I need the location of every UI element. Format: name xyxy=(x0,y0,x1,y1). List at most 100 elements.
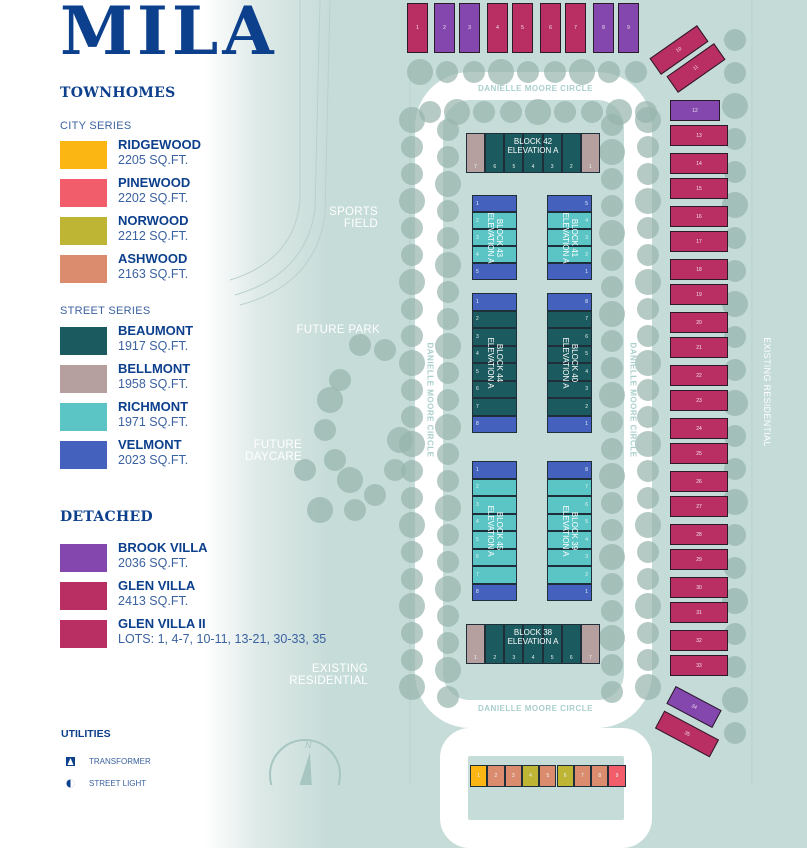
townhome-unit[interactable]: 2 xyxy=(561,133,581,173)
detached-lot[interactable]: 3 xyxy=(459,3,480,53)
townhome-unit[interactable]: 5 xyxy=(472,531,517,549)
city-townhome-lot[interactable]: 9 xyxy=(608,765,626,787)
detached-lot[interactable]: 15 xyxy=(670,178,728,199)
townhome-unit[interactable]: 4 xyxy=(472,345,517,363)
future-daycare-label: FUTURE DAYCARE xyxy=(245,439,302,463)
townhome-unit[interactable]: 3 xyxy=(472,229,517,246)
townhome-unit[interactable]: 3 xyxy=(542,133,562,173)
detached-lot[interactable]: 28 xyxy=(670,524,728,545)
townhome-unit[interactable]: 2 xyxy=(547,246,592,263)
detached-lot[interactable]: 6 xyxy=(540,3,561,53)
city-townhome-lot[interactable]: 8 xyxy=(591,765,609,787)
city-townhome-lot[interactable]: 6 xyxy=(556,765,574,787)
townhome-unit[interactable]: 6 xyxy=(547,328,592,346)
townhome-unit[interactable]: 7 xyxy=(547,310,592,328)
detached-lot[interactable]: 18 xyxy=(670,259,728,280)
detached-lot[interactable]: 32 xyxy=(670,630,728,651)
detached-lot[interactable]: 27 xyxy=(670,496,728,517)
detached-lot[interactable]: 33 xyxy=(670,655,728,676)
townhome-unit[interactable]: 2 xyxy=(485,624,505,664)
townhome-unit[interactable]: 5 xyxy=(547,195,592,212)
townhome-unit[interactable]: 8 xyxy=(547,461,592,479)
townhome-unit[interactable]: 1 xyxy=(472,293,517,311)
townhome-unit[interactable]: 2 xyxy=(472,310,517,328)
townhome-unit[interactable]: 3 xyxy=(504,624,524,664)
townhome-unit[interactable]: 5 xyxy=(472,363,517,381)
townhome-unit[interactable]: 8 xyxy=(472,415,517,433)
townhome-unit[interactable]: 7 xyxy=(466,133,486,173)
townhome-unit[interactable]: 6 xyxy=(561,624,581,664)
townhome-unit[interactable]: 8 xyxy=(472,583,517,601)
city-townhome-lot[interactable]: 2 xyxy=(487,765,505,787)
townhome-unit[interactable]: 4 xyxy=(523,133,543,173)
detached-lot[interactable]: 2 xyxy=(434,3,455,53)
street-series-heading: STREET SERIES xyxy=(60,305,151,317)
detached-lot[interactable]: 7 xyxy=(565,3,586,53)
townhome-unit[interactable]: 6 xyxy=(472,380,517,398)
city-townhome-lot[interactable]: 1 xyxy=(470,765,488,787)
townhome-unit[interactable]: 2 xyxy=(472,212,517,229)
tree-icon xyxy=(384,459,406,481)
detached-lot[interactable]: 24 xyxy=(670,418,728,439)
detached-lot[interactable]: 17 xyxy=(670,231,728,252)
detached-lot[interactable]: 29 xyxy=(670,549,728,570)
city-townhome-lot[interactable]: 7 xyxy=(573,765,592,787)
townhome-unit[interactable]: 1 xyxy=(580,133,600,173)
detached-lot[interactable]: 12 xyxy=(670,100,720,121)
tree-icon xyxy=(294,459,316,481)
townhome-unit[interactable]: 3 xyxy=(547,380,592,398)
townhome-unit[interactable]: 2 xyxy=(547,398,592,416)
townhome-unit[interactable]: 6 xyxy=(485,133,505,173)
detached-lot[interactable]: 13 xyxy=(670,125,728,146)
townhome-unit[interactable]: 4 xyxy=(547,531,592,549)
detached-lot[interactable]: 23 xyxy=(670,390,728,411)
detached-lot[interactable]: 16 xyxy=(670,206,728,227)
detached-lot[interactable]: 20 xyxy=(670,312,728,333)
townhome-unit[interactable]: 6 xyxy=(472,548,517,566)
detached-lot[interactable]: 1 xyxy=(407,3,428,53)
townhome-unit[interactable]: 2 xyxy=(472,478,517,496)
detached-lot[interactable]: 21 xyxy=(670,337,728,358)
detached-lot[interactable]: 26 xyxy=(670,471,728,492)
townhome-unit[interactable]: 1 xyxy=(547,583,592,601)
townhome-unit[interactable]: 4 xyxy=(472,513,517,531)
detached-lot[interactable]: 31 xyxy=(670,602,728,623)
detached-lot[interactable]: 8 xyxy=(593,3,614,53)
townhome-unit[interactable]: 5 xyxy=(504,133,524,173)
townhome-unit[interactable]: 1 xyxy=(547,263,592,280)
city-townhome-lot[interactable]: 4 xyxy=(521,765,540,787)
detached-lot[interactable]: 14 xyxy=(670,153,728,174)
townhome-unit[interactable]: 7 xyxy=(547,478,592,496)
detached-lot[interactable]: 22 xyxy=(670,365,728,386)
townhome-unit[interactable]: 3 xyxy=(472,496,517,514)
townhome-unit[interactable]: 1 xyxy=(472,461,517,479)
townhome-unit[interactable]: 7 xyxy=(472,566,517,584)
townhome-unit[interactable]: 3 xyxy=(547,229,592,246)
townhome-unit[interactable]: 5 xyxy=(542,624,562,664)
detached-lot[interactable]: 9 xyxy=(618,3,639,53)
detached-lot[interactable]: 19 xyxy=(670,284,728,305)
townhome-unit[interactable]: 7 xyxy=(580,624,600,664)
townhome-unit[interactable]: 4 xyxy=(547,212,592,229)
townhome-unit[interactable]: 2 xyxy=(547,566,592,584)
city-townhome-lot[interactable]: 5 xyxy=(539,765,557,787)
townhome-unit[interactable]: 4 xyxy=(472,246,517,263)
townhome-unit[interactable]: 4 xyxy=(523,624,543,664)
townhome-unit[interactable]: 8 xyxy=(547,293,592,311)
city-townhome-lot[interactable]: 3 xyxy=(504,765,522,787)
townhome-unit[interactable]: 1 xyxy=(466,624,486,664)
detached-lot[interactable]: 4 xyxy=(487,3,508,53)
townhome-unit[interactable]: 6 xyxy=(547,496,592,514)
townhome-unit[interactable]: 1 xyxy=(547,415,592,433)
detached-lot[interactable]: 30 xyxy=(670,577,728,598)
detached-lot[interactable]: 25 xyxy=(670,443,728,464)
townhome-unit[interactable]: 3 xyxy=(547,548,592,566)
townhome-unit[interactable]: 7 xyxy=(472,398,517,416)
townhome-unit[interactable]: 1 xyxy=(472,195,517,212)
townhome-unit[interactable]: 4 xyxy=(547,363,592,381)
townhome-unit[interactable]: 3 xyxy=(472,328,517,346)
detached-lot[interactable]: 5 xyxy=(512,3,533,53)
townhome-unit[interactable]: 5 xyxy=(547,345,592,363)
townhome-unit[interactable]: 5 xyxy=(547,513,592,531)
townhome-unit[interactable]: 5 xyxy=(472,263,517,280)
